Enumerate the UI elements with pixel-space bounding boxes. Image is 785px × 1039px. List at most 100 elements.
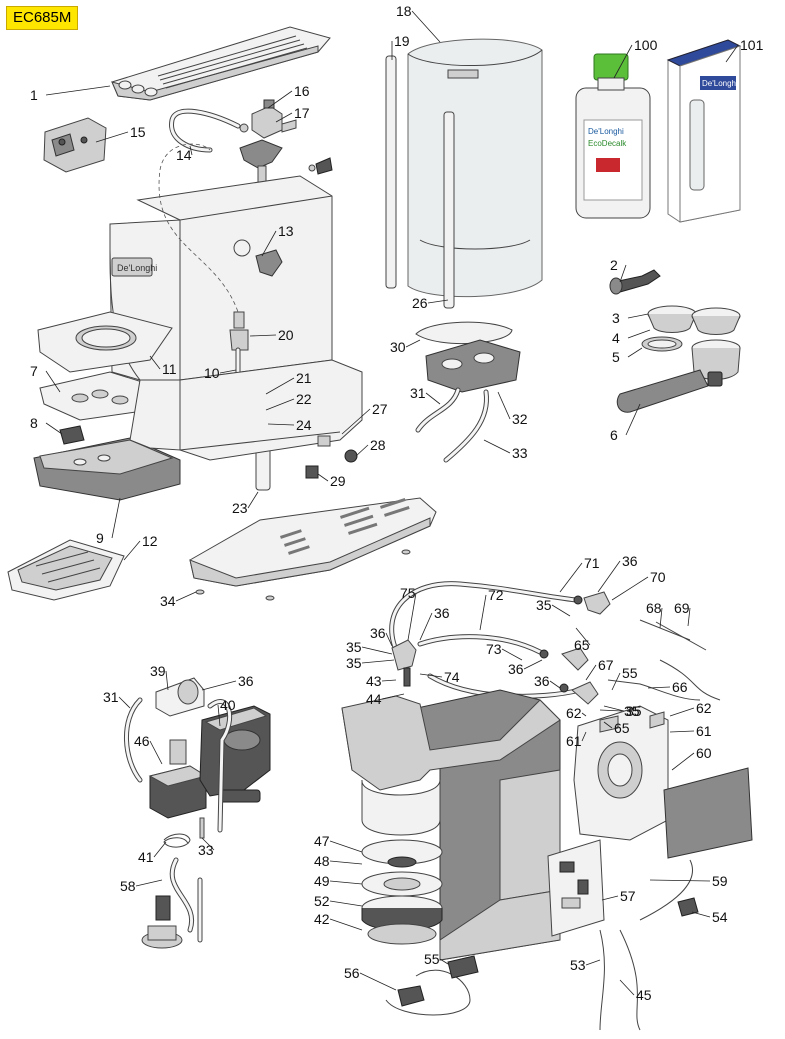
callout-layer: 1234567891011121314151617181920212223242… bbox=[30, 3, 764, 1003]
callout-number: 36 bbox=[238, 673, 254, 689]
callout-number: 5 bbox=[612, 349, 620, 365]
callout-number: 10 bbox=[204, 365, 220, 381]
callout-leader bbox=[427, 299, 449, 304]
part-water-tank bbox=[385, 38, 543, 309]
callout-35: 35 bbox=[536, 597, 571, 617]
part-water-filter-box: De'Longhi bbox=[666, 39, 742, 223]
part-flowmeter bbox=[141, 857, 203, 949]
callout-leader bbox=[501, 648, 523, 661]
callout-number: 8 bbox=[30, 415, 38, 431]
part-chassis bbox=[341, 689, 561, 961]
callout-leader bbox=[317, 473, 329, 482]
callout-33: 33 bbox=[483, 439, 528, 461]
callout-leader bbox=[551, 604, 571, 617]
part-tank-tubes bbox=[415, 387, 489, 463]
callout-36: 36 bbox=[201, 673, 254, 691]
callout-leader bbox=[411, 10, 441, 43]
callout-36: 36 bbox=[508, 659, 543, 677]
callout-leader bbox=[118, 696, 131, 709]
callout-12: 12 bbox=[123, 533, 158, 561]
callout-leader bbox=[669, 707, 695, 717]
callout-number: 49 bbox=[314, 873, 330, 889]
callout-leader bbox=[585, 959, 601, 966]
grill-ribs bbox=[157, 35, 308, 89]
callout-leader bbox=[419, 612, 433, 641]
callout-leader bbox=[275, 112, 293, 123]
svg-text:De'Longhi: De'Longhi bbox=[117, 263, 157, 273]
callout-number: 1 bbox=[30, 87, 38, 103]
callout-4: 4 bbox=[612, 329, 651, 346]
callout-number: 65 bbox=[574, 637, 590, 653]
callout-leader bbox=[175, 591, 197, 602]
part-cup-warmer-tray bbox=[111, 26, 331, 101]
callout-leader bbox=[497, 391, 511, 420]
callout-55: 55 bbox=[424, 951, 449, 967]
callout-number: 55 bbox=[424, 951, 440, 967]
part-pump-assembly bbox=[124, 677, 271, 833]
callout-52: 52 bbox=[314, 893, 363, 909]
callout-number: 48 bbox=[314, 853, 330, 869]
callout-number: 52 bbox=[314, 893, 330, 909]
part-drip-tray-grid bbox=[37, 311, 173, 373]
part-steam-valve bbox=[239, 99, 333, 183]
part-power-cord bbox=[385, 859, 699, 1031]
callout-61: 61 bbox=[566, 731, 587, 749]
callout-71: 71 bbox=[559, 555, 600, 593]
callout-46: 46 bbox=[134, 733, 163, 765]
callout-35: 35 bbox=[603, 703, 642, 719]
callout-48: 48 bbox=[314, 853, 363, 869]
callout-36: 36 bbox=[534, 673, 561, 689]
callout-67: 67 bbox=[585, 657, 614, 681]
callout-number: 36 bbox=[370, 625, 386, 641]
callout-leader bbox=[355, 444, 369, 457]
part-boiler bbox=[573, 705, 753, 859]
callout-number: 101 bbox=[740, 37, 764, 53]
callout-13: 13 bbox=[261, 223, 294, 257]
callout-47: 47 bbox=[314, 833, 363, 853]
callout-number: 28 bbox=[370, 437, 386, 453]
callout-leader bbox=[261, 230, 277, 257]
part-measuring-scoop bbox=[609, 269, 661, 295]
callout-74: 74 bbox=[419, 669, 460, 685]
callout-leader bbox=[135, 879, 163, 887]
filter-brand-text: De'Longhi bbox=[702, 79, 738, 88]
callout-22: 22 bbox=[265, 391, 312, 411]
callout-leader bbox=[523, 659, 543, 670]
callout-leader bbox=[265, 398, 295, 411]
callout-72: 72 bbox=[479, 587, 504, 631]
callout-number: 7 bbox=[30, 363, 38, 379]
callout-31: 31 bbox=[410, 385, 441, 405]
callout-16: 16 bbox=[267, 83, 310, 109]
callout-number: 24 bbox=[296, 417, 312, 433]
callout-number: 65 bbox=[614, 720, 630, 736]
callout-number: 35 bbox=[346, 639, 362, 655]
callout-leader bbox=[111, 497, 121, 539]
callout-101: 101 bbox=[725, 37, 764, 63]
callout-number: 14 bbox=[176, 147, 192, 163]
callout-29: 29 bbox=[317, 473, 346, 489]
callout-leader bbox=[483, 439, 511, 454]
callout-65: 65 bbox=[603, 720, 630, 736]
vent-slots bbox=[280, 497, 410, 555]
callout-36: 36 bbox=[419, 605, 450, 641]
callout-leader bbox=[361, 646, 393, 655]
callout-number: 69 bbox=[674, 600, 690, 616]
callout-number: 67 bbox=[598, 657, 614, 673]
callout-30: 30 bbox=[390, 339, 421, 355]
callout-42: 42 bbox=[314, 911, 363, 931]
callout-number: 100 bbox=[634, 37, 658, 53]
callout-leader bbox=[249, 334, 277, 337]
callout-9: 9 bbox=[96, 497, 121, 546]
callout-number: 57 bbox=[620, 888, 636, 904]
callout-number: 33 bbox=[512, 445, 528, 461]
callout-number: 62 bbox=[696, 700, 712, 716]
callout-number: 42 bbox=[314, 911, 330, 927]
callout-number: 71 bbox=[584, 555, 600, 571]
callout-leader bbox=[647, 686, 671, 689]
callout-3: 3 bbox=[612, 310, 649, 326]
callout-leader bbox=[425, 392, 441, 405]
part-tank-lid-gasket bbox=[415, 321, 521, 393]
part-power-board bbox=[547, 839, 605, 937]
callout-leader bbox=[341, 408, 371, 435]
